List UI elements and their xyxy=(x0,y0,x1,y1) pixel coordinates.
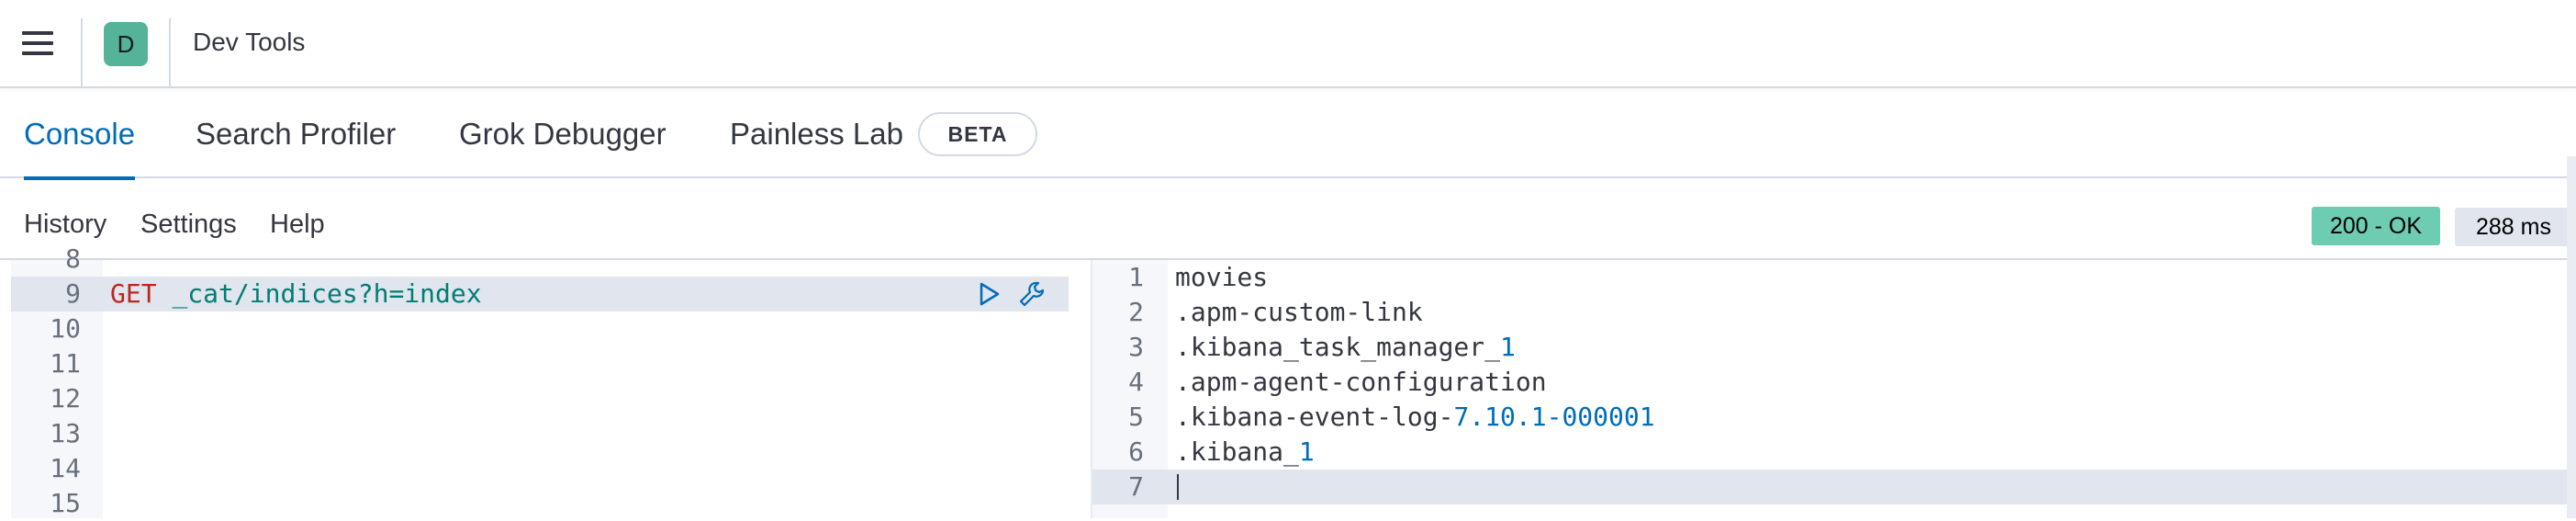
space-avatar[interactable]: D xyxy=(104,22,148,66)
line-number: 12 xyxy=(50,383,81,413)
wrench-icon[interactable] xyxy=(1017,279,1047,309)
response-line: 3 .kibana_task_manager_1 xyxy=(1092,330,2569,365)
response-line-active: 7 xyxy=(1092,470,2569,504)
request-actions xyxy=(975,277,1047,311)
response-text: .kibana_task_manager_1 xyxy=(1175,330,1516,365)
request-text: GET _cat/indices?h=index xyxy=(110,277,482,311)
index-name: movies xyxy=(1175,262,1269,292)
menu-icon[interactable] xyxy=(20,28,57,59)
line-number: 6 xyxy=(1128,436,1144,467)
editor-line: 11 xyxy=(11,346,1069,381)
line-number: 1 xyxy=(1128,262,1144,292)
response-text: movies xyxy=(1175,260,1268,295)
history-link[interactable]: History xyxy=(24,210,107,239)
request-editor[interactable]: 8 9 GET _cat/indices?h=index 10 11 12 13… xyxy=(11,244,1069,521)
line-number: 14 xyxy=(50,453,81,483)
line-number: 7 xyxy=(1128,471,1144,502)
editor-line: 15 xyxy=(11,486,1069,521)
index-number: 7.10.1-000001 xyxy=(1453,402,1655,432)
index-name: .apm-custom-link xyxy=(1175,297,1423,327)
response-text: .kibana_1 xyxy=(1175,435,1315,470)
app-header: D Dev Tools xyxy=(0,0,2576,88)
line-number: 2 xyxy=(1128,297,1144,327)
request-path: _cat/indices?h=index xyxy=(172,278,482,309)
beta-badge: BETA xyxy=(918,112,1037,156)
line-number: 4 xyxy=(1128,367,1144,397)
editor-line: 12 xyxy=(11,381,1069,416)
settings-link[interactable]: Settings xyxy=(140,210,237,239)
editor-line: 10 xyxy=(11,311,1069,346)
app-title: Dev Tools xyxy=(193,28,306,56)
status-badge: 200 - OK xyxy=(2312,207,2440,245)
tab-grok-debugger[interactable]: Grok Debugger xyxy=(459,117,666,151)
response-text: .apm-agent-configuration xyxy=(1175,365,1547,400)
header-divider xyxy=(169,18,171,88)
editor-line-active[interactable]: 9 GET _cat/indices?h=index xyxy=(11,277,1069,311)
line-number: 5 xyxy=(1128,402,1144,432)
line-number: 3 xyxy=(1128,332,1144,362)
divider xyxy=(0,258,2576,260)
index-name: .kibana_ xyxy=(1175,436,1299,467)
line-number: 9 xyxy=(65,278,81,309)
index-name: .kibana_task_manager_ xyxy=(1175,332,1501,362)
index-name: .apm-agent-configuration xyxy=(1175,367,1547,397)
help-link[interactable]: Help xyxy=(270,210,325,239)
text-cursor xyxy=(1177,474,1179,500)
index-number: 1 xyxy=(1298,436,1315,467)
response-line: 2 .apm-custom-link xyxy=(1092,295,2569,330)
line-number: 8 xyxy=(65,244,81,274)
response-line: 5 .kibana-event-log-7.10.1-000001 xyxy=(1092,400,2569,435)
play-icon[interactable] xyxy=(975,279,1004,309)
request-time-badge: 288 ms xyxy=(2455,208,2572,246)
request-method: GET xyxy=(110,278,157,309)
editor-line: 13 xyxy=(11,416,1069,451)
line-number: 15 xyxy=(50,488,81,518)
response-editor[interactable]: 1 movies 2 .apm-custom-link 3 .kibana_ta… xyxy=(1091,260,2569,518)
response-text: .apm-custom-link xyxy=(1175,295,1423,330)
line-number: 10 xyxy=(50,313,81,344)
tab-search-profiler[interactable]: Search Profiler xyxy=(196,117,397,151)
line-number: 11 xyxy=(50,348,81,379)
line-number: 13 xyxy=(50,418,81,448)
response-line: 4 .apm-agent-configuration xyxy=(1092,365,2569,400)
devtools-tabs: Console Search Profiler Grok Debugger Pa… xyxy=(0,90,2576,180)
scrollbar[interactable] xyxy=(2567,156,2576,518)
response-line: 6 .kibana_1 xyxy=(1092,435,2569,470)
header-divider xyxy=(81,18,83,88)
editor-line: 14 xyxy=(11,451,1069,486)
tab-painless-lab[interactable]: Painless Lab xyxy=(730,117,903,151)
response-line: 1 movies xyxy=(1092,260,2569,295)
index-number: 1 xyxy=(1500,332,1516,362)
index-name: .kibana-event-log- xyxy=(1175,402,1454,432)
response-text: .kibana-event-log-7.10.1-000001 xyxy=(1175,400,1655,435)
tab-console[interactable]: Console xyxy=(24,90,136,180)
editor-line: 8 xyxy=(11,242,1069,277)
